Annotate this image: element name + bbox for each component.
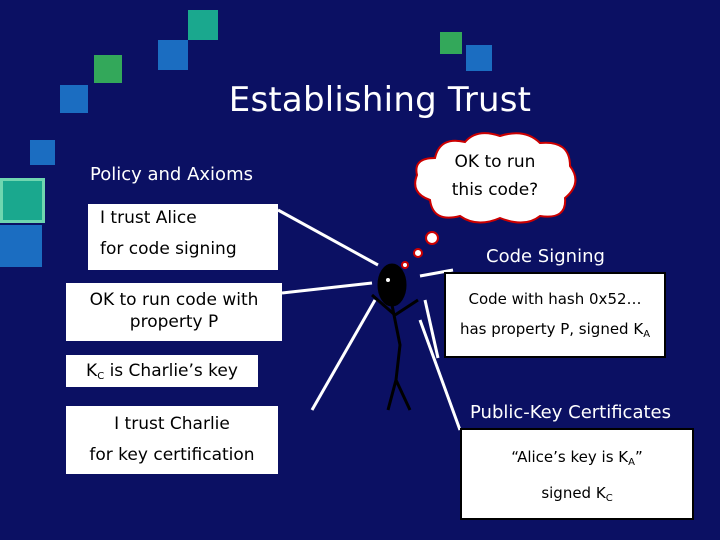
decor-square [0,178,45,223]
ok-run-box: OK to run code with property P [66,283,282,341]
decor-square [466,45,492,71]
decor-square [30,140,55,165]
decor-square [188,10,218,40]
stick-figure-icon [371,263,419,411]
decor-square [60,85,88,113]
code-signing-scroll: Code with hash 0x52… has property P, sig… [444,272,666,358]
trust-charlie-box: I trust Charlie for key certification [66,406,278,474]
decor-square [0,225,42,267]
thought-cloud-icon [414,132,577,224]
trust-alice-box: I trust Alice for code signing [88,204,278,270]
decor-square [158,40,188,70]
page-title: Establishing Trust [228,80,532,120]
policy-label: Policy and Axioms [90,164,253,185]
certificate-scroll: “Alice’s key is KA” signed KC [460,428,694,520]
certificates-label: Public-Key Certificates [470,402,671,423]
decor-square [94,55,122,83]
code-signing-label: Code Signing [486,246,605,267]
thought-text: OK to run this code? [451,152,539,200]
kc-key-box: KC is Charlie’s key [66,355,258,387]
decor-square [440,32,462,54]
